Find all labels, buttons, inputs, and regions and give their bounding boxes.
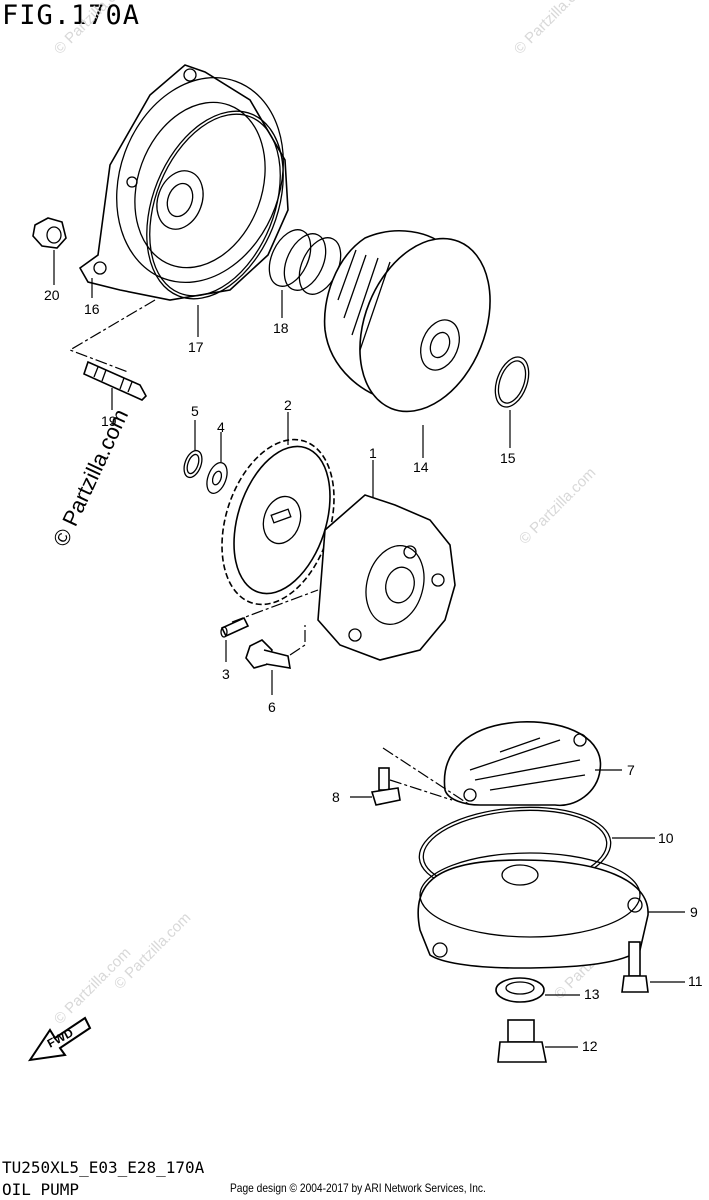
section-name: OIL PUMP xyxy=(2,1180,80,1199)
part-17-o-ring-inner xyxy=(149,113,281,297)
part-15-o-ring[interactable] xyxy=(489,352,535,411)
part-6-bolt[interactable] xyxy=(245,639,291,669)
callout-16: 16 xyxy=(84,301,100,317)
callout-18: 18 xyxy=(273,320,289,336)
part-5-circlip[interactable] xyxy=(181,448,206,480)
watermark-faint: © Partzilla.com xyxy=(516,464,599,547)
callout-4: 4 xyxy=(217,419,225,435)
part-20-nut[interactable] xyxy=(32,217,67,249)
callout-13: 13 xyxy=(584,986,600,1002)
part-14-oil-filter[interactable] xyxy=(323,219,515,431)
part-2-gear[interactable] xyxy=(202,425,353,619)
watermark-faint: © Partzilla.com xyxy=(511,0,594,58)
callout-11: 11 xyxy=(688,973,703,989)
callout-15: 15 xyxy=(500,450,516,466)
callout-7: 7 xyxy=(627,762,635,778)
part-4-washer[interactable] xyxy=(203,460,231,496)
part-13-gasket[interactable] xyxy=(495,977,545,1003)
figure-title: FIG.170A xyxy=(2,0,141,31)
callout-8: 8 xyxy=(332,789,340,805)
callout-6: 6 xyxy=(268,699,276,715)
part-17-o-ring[interactable] xyxy=(121,91,309,319)
part-19-stud-bolt[interactable] xyxy=(83,360,147,401)
part-12-drain-plug[interactable] xyxy=(497,1019,547,1063)
watermark-faint: © Partzilla.com xyxy=(51,0,134,58)
watermark-main: © Partzilla.com xyxy=(48,405,133,550)
callout-3: 3 xyxy=(222,666,230,682)
callout-5: 5 xyxy=(191,403,199,419)
copyright-footer: Page design © 2004-2017 by ARI Network S… xyxy=(230,1181,486,1195)
callout-10: 10 xyxy=(658,830,674,846)
model-code: TU250XL5_E03_E28_170A xyxy=(2,1158,205,1177)
callout-9: 9 xyxy=(690,904,698,920)
leader-lines xyxy=(53,250,685,1048)
callout-14: 14 xyxy=(413,459,429,475)
callout-19: 19 xyxy=(101,413,117,429)
callout-17: 17 xyxy=(188,339,204,355)
part-3-pin[interactable] xyxy=(220,616,250,638)
callout-20: 20 xyxy=(44,287,60,303)
part-9-oil-pan-cover[interactable] xyxy=(417,852,649,969)
part-8-screw[interactable] xyxy=(370,767,401,806)
part-1-oil-pump[interactable] xyxy=(317,494,456,661)
callout-1: 1 xyxy=(369,445,377,461)
part-11-bolt[interactable] xyxy=(621,941,649,993)
part-16-filter-cap[interactable] xyxy=(78,54,311,306)
part-7-oil-screen[interactable] xyxy=(443,721,602,807)
callout-12: 12 xyxy=(582,1038,598,1054)
callout-2: 2 xyxy=(284,397,292,413)
